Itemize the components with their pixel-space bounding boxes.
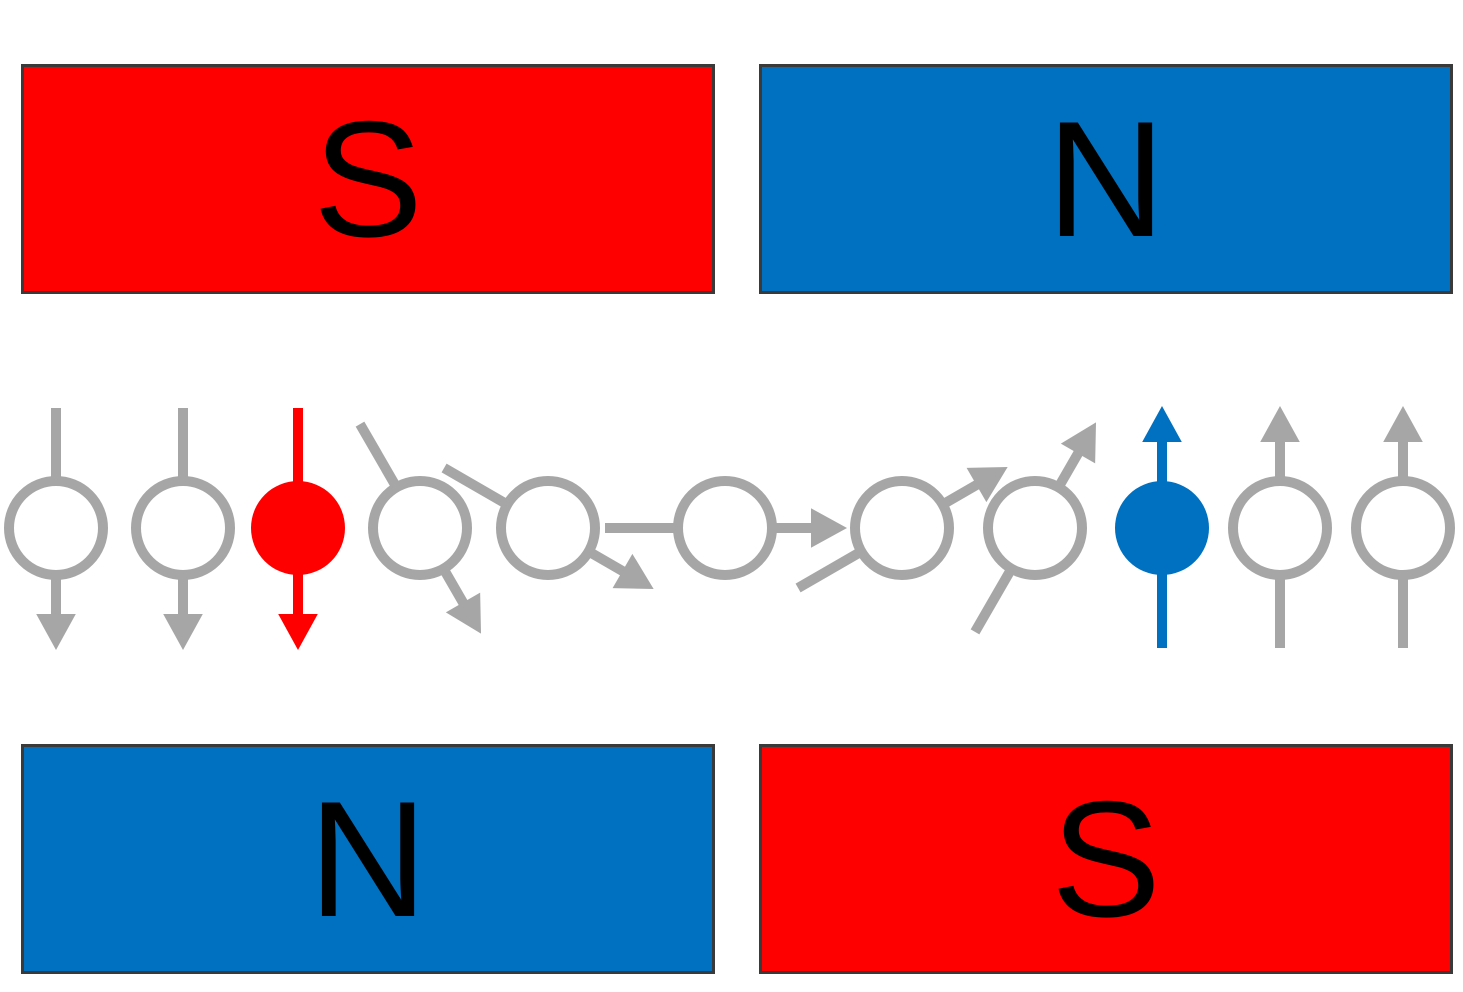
spin-5	[441, 463, 654, 589]
magnet-top-left: S	[21, 64, 715, 294]
spin-2-arrow-head	[163, 614, 203, 650]
spin-5-circle	[496, 476, 600, 580]
spin-3	[251, 408, 345, 650]
magnet-bottom-left: N	[21, 744, 715, 974]
spin-8	[970, 422, 1096, 635]
spin-1	[4, 408, 108, 650]
spin-3-arrow-head	[278, 614, 318, 650]
spin-7-arrow-head	[966, 467, 1008, 503]
spin-11-circle	[1351, 476, 1455, 580]
spin-3-circle	[251, 481, 345, 575]
magnet-bottom-right-pole-label: S	[1050, 766, 1162, 951]
spin-11	[1351, 406, 1455, 648]
spin-11-arrow-head	[1383, 406, 1423, 442]
spin-4-circle	[368, 476, 472, 580]
magnet-bottom-right: S	[759, 744, 1453, 974]
spin-1-circle	[4, 476, 108, 580]
spin-2-circle	[131, 476, 235, 580]
magnet-top-left-pole-label: S	[312, 86, 424, 271]
magnet-top-right-pole-label: N	[1046, 86, 1166, 271]
spin-1-arrow-head	[36, 614, 76, 650]
spin-5-arrow-head	[612, 553, 654, 589]
spin-2	[131, 408, 235, 650]
spin-8-arrow-head	[1060, 422, 1096, 464]
spin-10-arrow-head	[1260, 406, 1300, 442]
spin-4-arrow-head	[445, 592, 481, 634]
spin-9-circle	[1115, 481, 1209, 575]
spin-9-arrow-head	[1142, 406, 1182, 442]
spin-6-arrow-head	[811, 508, 847, 548]
magnet-top-right: N	[759, 64, 1453, 294]
spin-10	[1228, 406, 1332, 648]
spin-7-circle	[850, 476, 954, 580]
spin-6	[605, 476, 847, 580]
spin-8-circle	[983, 476, 1087, 580]
spin-6-circle	[673, 476, 777, 580]
spin-9	[1115, 406, 1209, 648]
spin-10-circle	[1228, 476, 1332, 580]
magnet-bottom-left-pole-label: N	[308, 766, 428, 951]
spin-7	[795, 467, 1008, 593]
spin-4	[355, 421, 481, 634]
